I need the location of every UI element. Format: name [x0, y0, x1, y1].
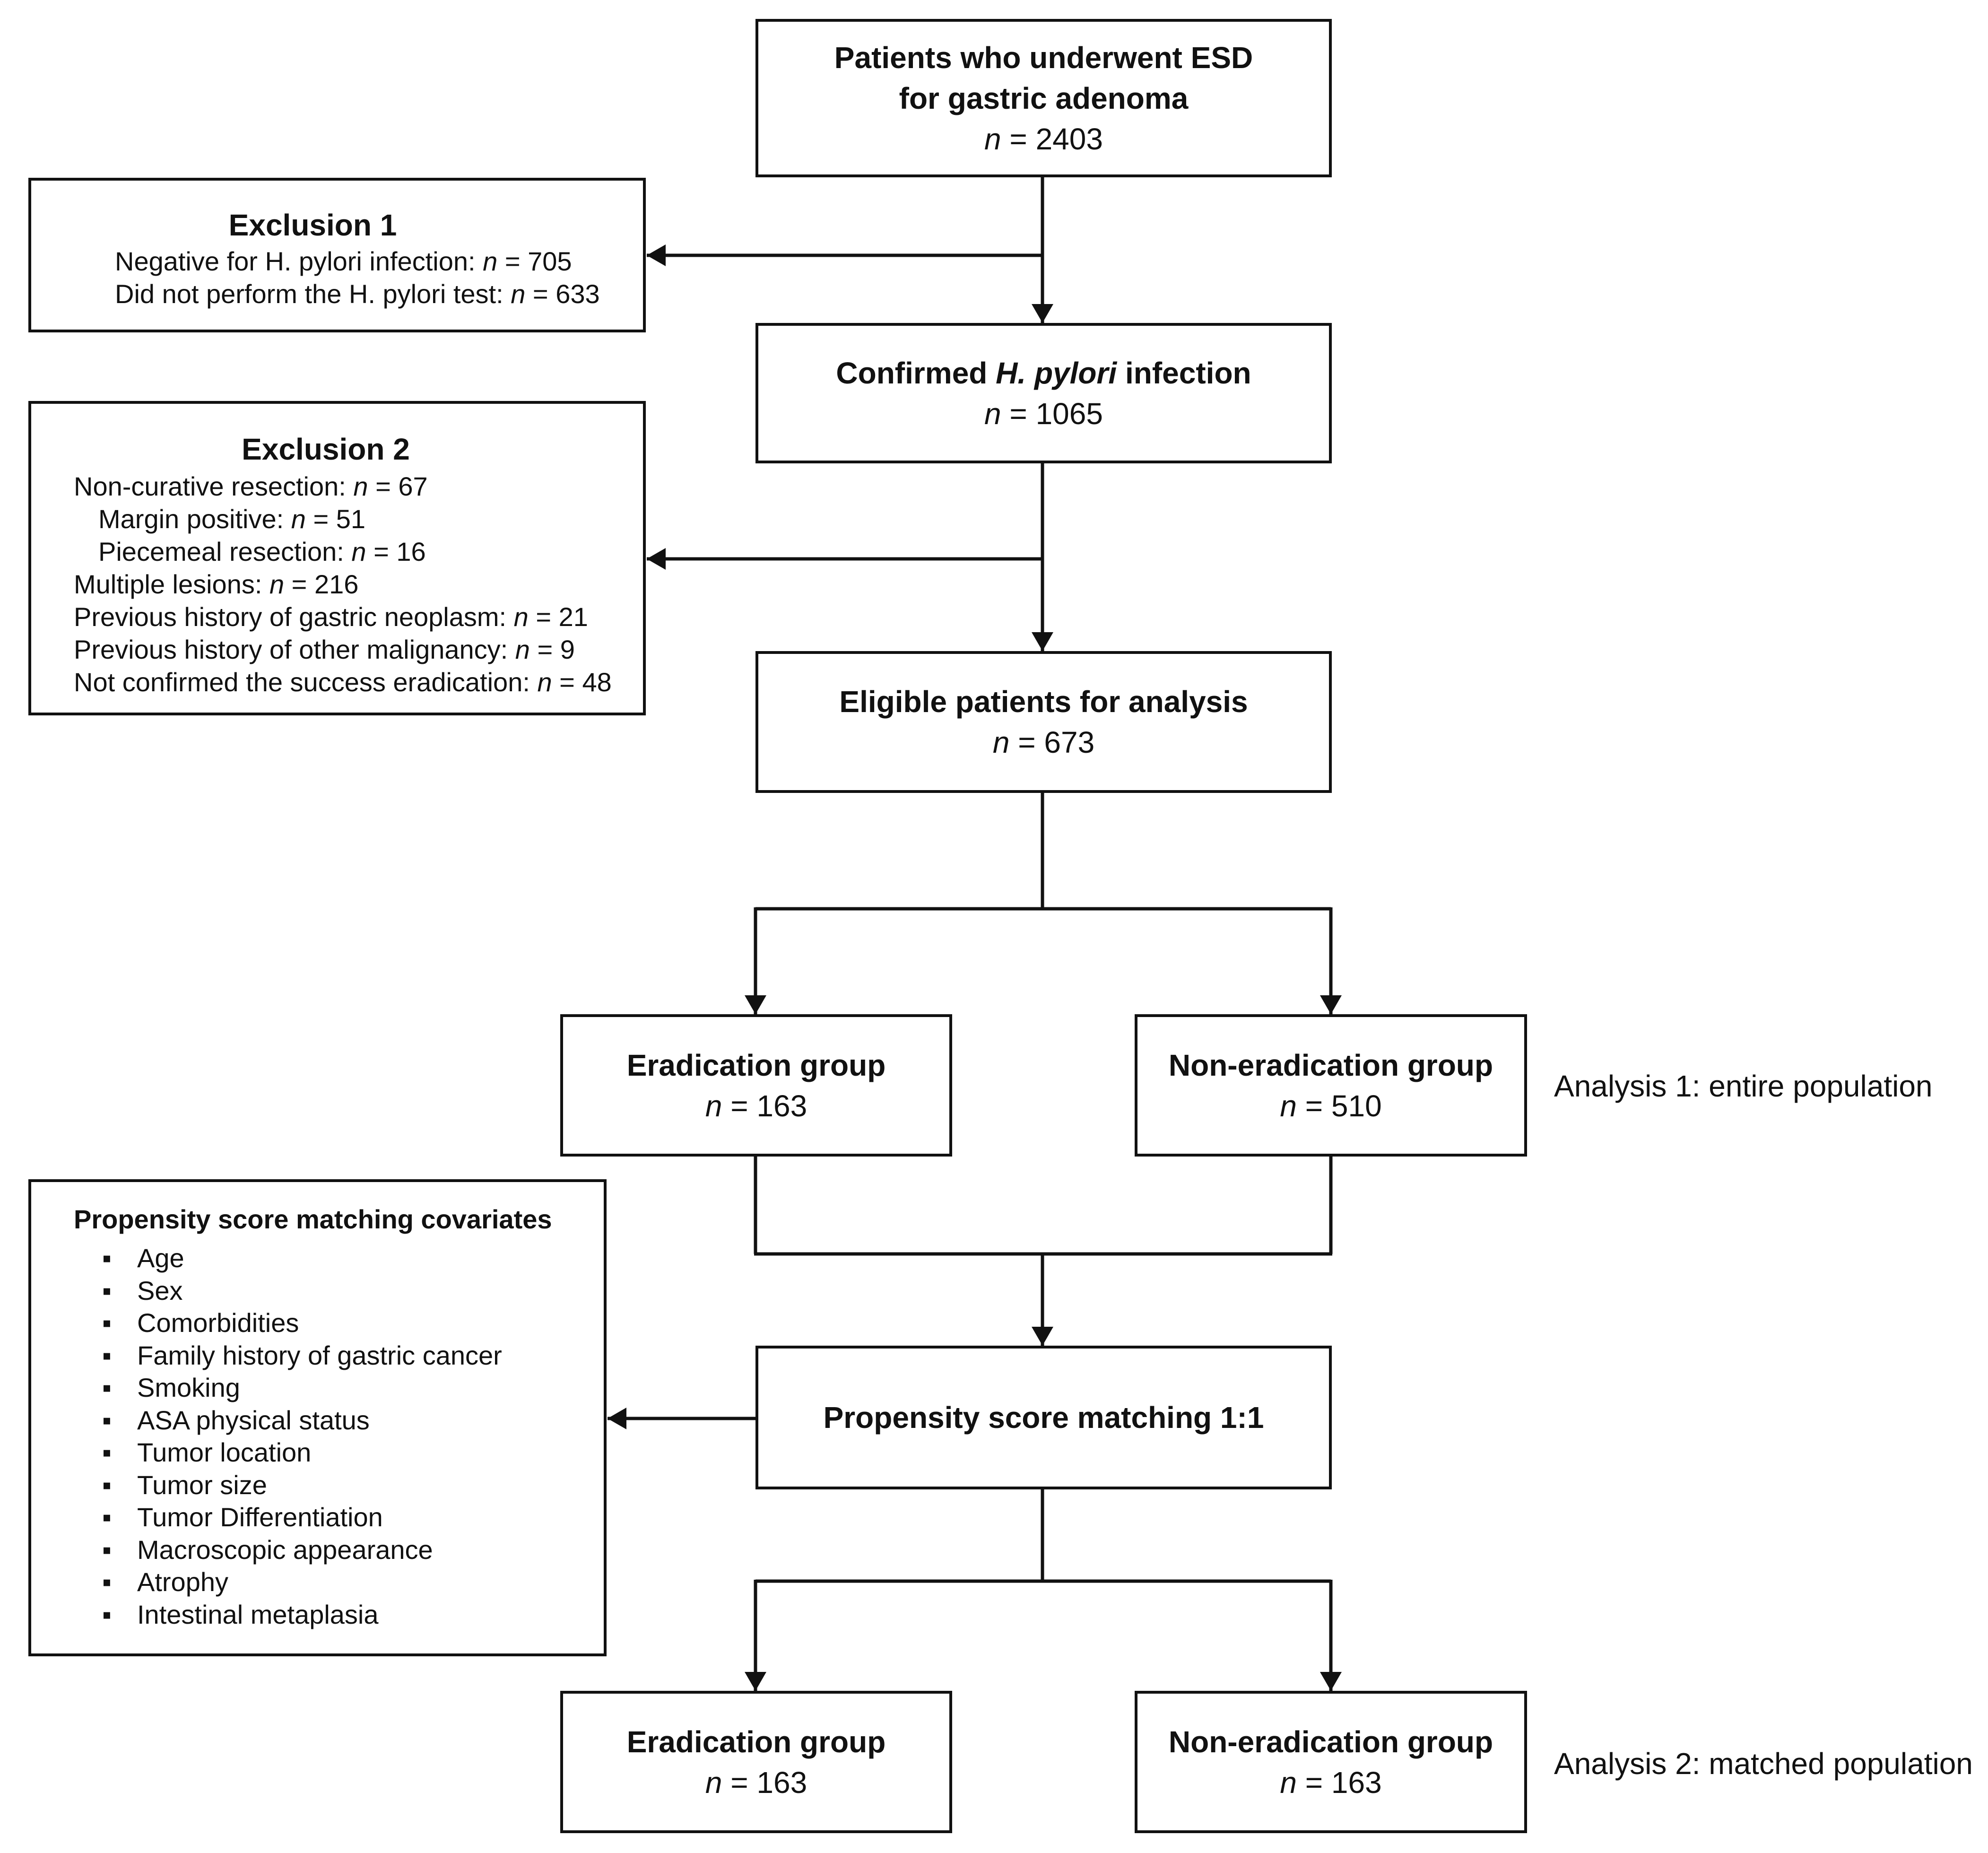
- analysis-2-label: Analysis 2: matched population: [1554, 1747, 1973, 1781]
- covariate-label: Smoking: [137, 1373, 240, 1402]
- box-non-eradication-group: Non-eradication group n = 510: [1135, 1014, 1527, 1157]
- covariate-item: ▪ Intestinal metaplasia: [74, 1599, 604, 1631]
- bullet-icon: ▪: [102, 1567, 112, 1597]
- exclusion-2-line: Non-curative resection: n = 67: [74, 471, 428, 501]
- covariate-label: Atrophy: [137, 1567, 228, 1597]
- covariate-label: Tumor Differentiation: [137, 1502, 383, 1532]
- box-count: n = 673: [992, 725, 1095, 759]
- exclusion-2-subline: Piecemeal resection: n = 16: [98, 537, 426, 566]
- covariate-item: ▪ Comorbidities: [74, 1307, 604, 1340]
- covariate-label: Tumor location: [137, 1437, 312, 1467]
- box-title: Eradication group: [626, 1048, 886, 1082]
- box-patients-esd: Patients who underwent ESD for gastric a…: [755, 19, 1332, 177]
- box-propensity-matching: Propensity score matching 1:1: [755, 1346, 1332, 1489]
- covariate-item: ▪ Family history of gastric cancer: [74, 1340, 604, 1372]
- exclusion-2-subline: Margin positive: n = 51: [98, 504, 365, 534]
- bullet-icon: ▪: [102, 1437, 112, 1467]
- exclusion-2-line: Not confirmed the success eradication: n…: [74, 667, 612, 697]
- covariate-item: ▪ Smoking: [74, 1372, 604, 1404]
- covariate-label: ASA physical status: [137, 1405, 370, 1435]
- box-eradication-group: Eradication group n = 163: [560, 1014, 952, 1157]
- box-count: n = 1065: [984, 396, 1103, 431]
- box-title: Non-eradication group: [1168, 1048, 1493, 1082]
- bullet-icon: ▪: [102, 1502, 112, 1532]
- covariate-label: Family history of gastric cancer: [137, 1340, 502, 1370]
- covariate-label: Sex: [137, 1275, 183, 1305]
- covariate-item: ▪ Age: [74, 1242, 604, 1275]
- box-confirmed-infection: Confirmed H. pylori infection n = 1065: [755, 323, 1332, 463]
- box-title: Propensity score matching 1:1: [823, 1401, 1264, 1435]
- analysis-1-label: Analysis 1: entire population: [1554, 1069, 1933, 1103]
- covariate-item: ▪ Sex: [74, 1275, 604, 1307]
- box-psm-covariates: Propensity score matching covariates ▪ Ag…: [28, 1179, 607, 1656]
- box-eradication-group-matched: Eradication group n = 163: [560, 1691, 952, 1833]
- box-exclusion-2: Exclusion 2 Non-curative resection: n = …: [28, 401, 646, 715]
- covariate-label: Intestinal metaplasia: [137, 1599, 379, 1629]
- covariate-item: ▪ ASA physical status: [74, 1404, 604, 1437]
- box-title-line2: for gastric adenoma: [899, 81, 1189, 115]
- box-title: Non-eradication group: [1168, 1724, 1493, 1759]
- bullet-icon: ▪: [102, 1243, 112, 1273]
- exclusion-2-title: Exclusion 2: [242, 432, 410, 466]
- covariate-label: Tumor size: [137, 1470, 267, 1500]
- covariate-item: ▪ Tumor size: [74, 1469, 604, 1502]
- box-count: n = 163: [1280, 1765, 1382, 1800]
- exclusion-2-line: Previous history of gastric neoplasm: n …: [74, 602, 588, 632]
- box-count: n = 510: [1280, 1088, 1382, 1123]
- box-count: n = 2403: [984, 122, 1103, 156]
- box-title: Confirmed H. pylori infection: [836, 356, 1251, 390]
- covariates-list: ▪ Age ▪ Sex ▪ Comorbidities ▪ Family history of…: [74, 1242, 604, 1631]
- bullet-icon: ▪: [102, 1534, 112, 1565]
- exclusion-2-line: Previous history of other malignancy: n …: [74, 635, 575, 664]
- box-count: n = 163: [705, 1088, 807, 1123]
- exclusion-1-line: Negative for H. pylori infection: n = 70…: [115, 246, 572, 276]
- covariate-item: ▪ Macroscopic appearance: [74, 1534, 604, 1566]
- covariate-item: ▪ Tumor Differentiation: [74, 1501, 604, 1534]
- covariate-label: Age: [137, 1243, 184, 1273]
- bullet-icon: ▪: [102, 1470, 112, 1500]
- covariates-title: Propensity score matching covariates: [74, 1204, 552, 1234]
- bullet-icon: ▪: [102, 1373, 112, 1402]
- covariate-label: Macroscopic appearance: [137, 1534, 433, 1565]
- box-non-eradication-group-matched: Non-eradication group n = 163: [1135, 1691, 1527, 1833]
- box-title: Eligible patients for analysis: [839, 685, 1248, 719]
- exclusion-1-line: Did not perform the H. pylori test: n = …: [115, 279, 600, 309]
- covariate-item: ▪ Tumor location: [74, 1436, 604, 1469]
- box-title: Eradication group: [626, 1724, 886, 1759]
- covariate-label: Comorbidities: [137, 1308, 299, 1338]
- box-count: n = 163: [705, 1765, 807, 1800]
- bullet-icon: ▪: [102, 1340, 112, 1370]
- box-title-line1: Patients who underwent ESD: [834, 40, 1253, 75]
- bullet-icon: ▪: [102, 1275, 112, 1305]
- exclusion-1-title: Exclusion 1: [228, 208, 397, 242]
- exclusion-2-line: Multiple lesions: n = 216: [74, 569, 359, 599]
- covariate-item: ▪ Atrophy: [74, 1566, 604, 1599]
- bullet-icon: ▪: [102, 1599, 112, 1629]
- bullet-icon: ▪: [102, 1405, 112, 1435]
- bullet-icon: ▪: [102, 1308, 112, 1338]
- box-exclusion-1: Exclusion 1 Negative for H. pylori infec…: [28, 178, 646, 332]
- box-eligible-patients: Eligible patients for analysis n = 673: [755, 651, 1332, 793]
